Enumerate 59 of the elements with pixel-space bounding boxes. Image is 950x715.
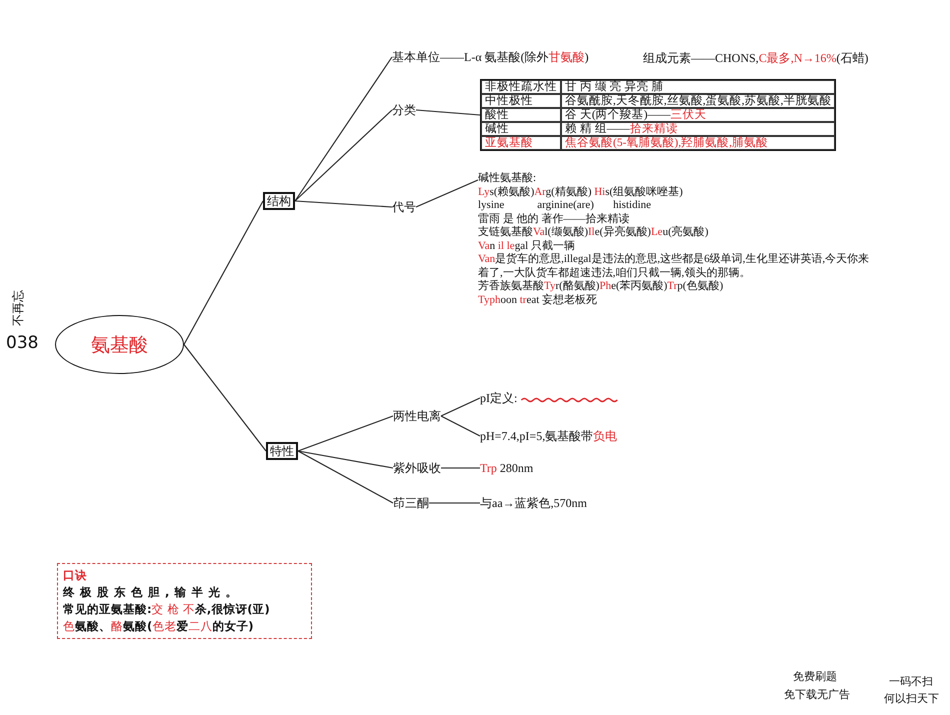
table-cell: 甘 丙 缬 亮 异亮 脯 bbox=[561, 80, 836, 94]
table-cell: 谷氨酰胺,天冬酰胺,丝氨酸,蛋氨酸,苏氨酸,半胱氨酸 bbox=[561, 94, 836, 108]
branch-text: 紫外吸收 bbox=[393, 461, 441, 475]
connector-line bbox=[416, 180, 478, 208]
table-cell: 赖 精 组——拾来精读 bbox=[561, 122, 836, 136]
central-topic-ellipse: 氨基酸 bbox=[55, 315, 184, 374]
connector-line bbox=[184, 200, 264, 345]
branch-text: Trp 280nm bbox=[480, 461, 534, 475]
connector-line bbox=[440, 416, 480, 436]
table-cell: 谷 天(两个羧基)——三伏天 bbox=[561, 108, 836, 122]
mnemonic-text: 终极股东色胆,输半光。 bbox=[63, 584, 244, 601]
text-line: Van是货车的意思,illegal是违法的意思,这些都是6级单词,生化里还讲英语,今天你来着了,一大队货车都超速违法,咱们只截一辆,领头的那辆。 bbox=[478, 253, 870, 280]
connector-line bbox=[416, 109, 480, 116]
text-line: Van il legal 只截一辆 bbox=[478, 240, 576, 253]
table-cell: 酸性 bbox=[481, 108, 561, 122]
classification-table bbox=[480, 79, 836, 151]
caption: 免费刷题 bbox=[793, 670, 837, 684]
mnemonic-text: 色氨酸、酪氨酸(色老爱二八的女子) bbox=[63, 618, 255, 635]
mnemonic-box bbox=[57, 563, 312, 639]
topic-box: 结构 bbox=[263, 192, 295, 210]
topic-box: 特性 bbox=[266, 442, 298, 460]
connector-line bbox=[294, 200, 392, 208]
connector-line bbox=[298, 450, 394, 469]
connector-line bbox=[440, 398, 480, 416]
page-number: 038 bbox=[6, 333, 38, 353]
branch-text: 代号 bbox=[392, 200, 416, 214]
table-cell: 亚氨基酸 bbox=[481, 136, 561, 150]
text-line: 支链氨基酸Val(缬氨酸)Ile(异亮氨酸)Leu(亮氨酸) bbox=[478, 226, 710, 240]
table-cell: 碱性 bbox=[481, 122, 561, 136]
connector-line bbox=[294, 56, 392, 202]
connector-line bbox=[184, 344, 266, 452]
side-note: 不再忘 bbox=[10, 290, 26, 326]
caption: 免下载无广告 bbox=[784, 688, 850, 702]
branch-text: pI定义: bbox=[480, 391, 518, 405]
text-line: 碱性氨基酸: bbox=[478, 172, 538, 186]
composition-note: 组成元素——CHONS,C最多,N→16%(石蜡) bbox=[643, 50, 868, 67]
caption: 一码不扫 bbox=[889, 675, 933, 689]
table-cell: 中性极性 bbox=[481, 94, 561, 108]
caption: 何以扫天下 bbox=[884, 692, 939, 706]
branch-text: 基本单位——L-α 氨基酸(除外甘氨酸) bbox=[392, 50, 589, 64]
branch-text: 两性电离 bbox=[393, 409, 441, 423]
text-line: 雷雨 是 他的 著作——拾来精读 bbox=[478, 212, 630, 226]
branch-text: pH=7.4,pI=5,氨基酸带负电 bbox=[480, 429, 618, 443]
table-cell: 焦谷氨酸(5-氧脯氨酸),羟脯氨酸,脯氨酸 bbox=[561, 136, 836, 150]
connector-line bbox=[441, 467, 480, 469]
table-cell: 非极性疏水性 bbox=[481, 80, 561, 94]
text-line: Typhoon treat 妄想老板死 bbox=[478, 294, 598, 307]
branch-text: 与aa→蓝紫色,570nm bbox=[480, 496, 587, 510]
text-line: 芳香族氨基酸Tyr(酪氨酸)Phe(苯丙氨酸)Trp(色氨酸) bbox=[478, 280, 724, 294]
text-line: lysine arginine(are) histidine bbox=[478, 199, 652, 212]
connector-line bbox=[429, 502, 480, 504]
box-heading: 口诀 bbox=[63, 567, 88, 584]
connector-line bbox=[294, 110, 392, 202]
branch-text: 茚三酮 bbox=[393, 496, 429, 510]
connector-line bbox=[298, 415, 394, 452]
mnemonic-text: 常见的亚氨基酸:交 枪 不杀,很惊讶(亚) bbox=[63, 601, 271, 618]
text-line: Lys(赖氨酸)Arg(精氨酸) His(组氨酸咪唑基) bbox=[478, 186, 684, 199]
branch-text: 分类 bbox=[392, 103, 416, 117]
connector-line bbox=[298, 450, 394, 504]
